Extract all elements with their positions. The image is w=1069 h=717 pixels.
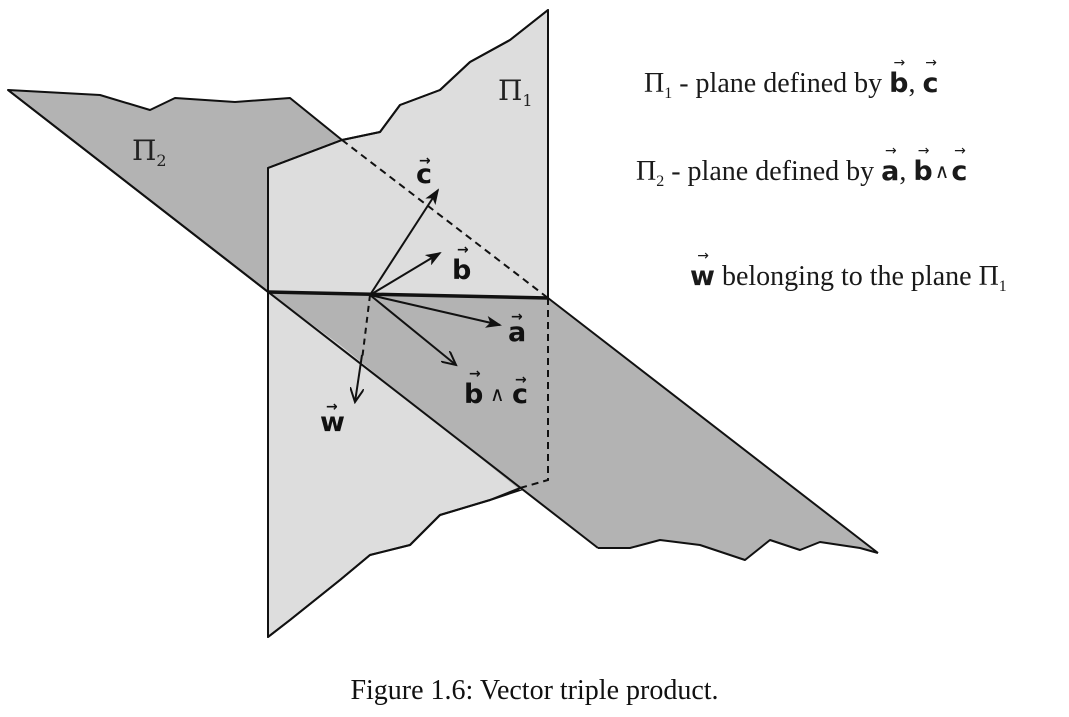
vector-c-label: c → — [416, 153, 432, 190]
svg-text:b: b — [464, 379, 483, 410]
vector-w-arrow — [355, 354, 362, 402]
svg-text:→: → — [326, 399, 338, 415]
vector-a-arrow — [369, 294, 502, 328]
vector-w-label: w → — [320, 399, 345, 438]
hidden-edge-plane1 — [519, 298, 549, 489]
plane2-front-shade — [268, 292, 548, 490]
plane1-label: Π1 — [498, 74, 533, 110]
svg-text:→: → — [469, 366, 481, 382]
svg-text:→: → — [457, 242, 469, 258]
plane2-label: Π2 — [132, 134, 167, 170]
vector-b-arrow — [369, 251, 442, 296]
legend-line-1: Π1 - plane defined by b, c — [644, 70, 939, 102]
intersection-line — [267, 290, 549, 300]
svg-text:b: b — [452, 255, 471, 286]
svg-text:∧: ∧ — [490, 382, 505, 406]
svg-text:c: c — [512, 379, 528, 410]
plane2-right-edge — [547, 297, 879, 561]
plane2-left-edge — [7, 89, 599, 549]
legend-vector-c2: c — [951, 158, 967, 185]
plane2-front-region — [268, 292, 878, 560]
plane1-lower-edge — [267, 292, 521, 638]
vector-b-label: b → — [452, 242, 471, 286]
plane1-upper-edge — [267, 9, 549, 298]
vector-bxc-label: b → ∧ c → — [464, 366, 528, 410]
vector-c-arrow — [369, 188, 440, 296]
legend-vector-c: c — [922, 70, 938, 97]
figure-caption: Figure 1.6: Vector triple product. — [350, 675, 719, 706]
legend-line-3: w belonging to the plane Π1 — [690, 263, 1007, 295]
svg-text:→: → — [511, 309, 523, 325]
legend-vector-b: b — [889, 70, 908, 97]
svg-text:w: w — [320, 407, 345, 438]
hidden-edge-plane2 — [341, 139, 549, 299]
vector-a-label: a → — [508, 309, 526, 348]
svg-text:c: c — [416, 159, 432, 190]
legend-vector-a: a — [881, 158, 899, 185]
svg-text:a: a — [508, 317, 526, 348]
vector-bxc-arrow — [369, 294, 456, 365]
svg-text:→: → — [515, 372, 527, 388]
wedge-operator: ∧ — [934, 161, 950, 183]
legend-vector-b2: b — [913, 158, 932, 185]
legend-vector-w: w — [690, 263, 715, 290]
svg-text:→: → — [419, 153, 431, 169]
legend-line-2: Π2 - plane defined by a, b∧c — [636, 158, 967, 190]
